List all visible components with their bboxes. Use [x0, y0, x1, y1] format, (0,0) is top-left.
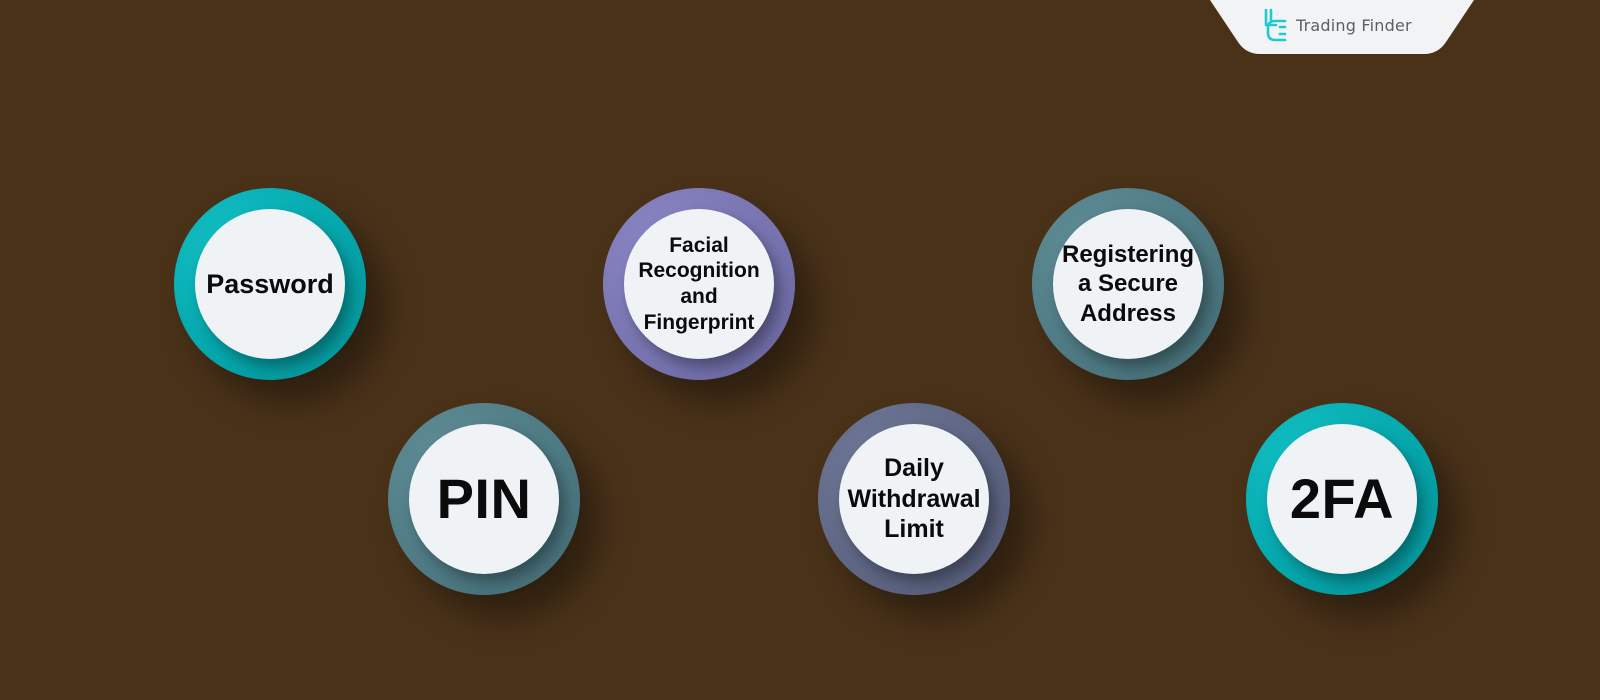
- badge-inner-disc: Password: [195, 209, 345, 359]
- badge-label-facial-fingerprint: Facial Recognition and Fingerprint: [638, 233, 760, 334]
- badge-label-secure-address: Registering a Secure Address: [1061, 241, 1195, 327]
- badge-facial-fingerprint: Facial Recognition and Fingerprint: [603, 188, 795, 380]
- badge-label-pin: PIN: [436, 466, 532, 530]
- badge-password: Password: [174, 188, 366, 380]
- badge-label-daily-withdrawal-limit: Daily Withdrawal Limit: [847, 454, 981, 544]
- badge-label-2fa: 2FA: [1289, 466, 1395, 530]
- badge-secure-address: Registering a Secure Address: [1032, 188, 1224, 380]
- badge-pin: PIN: [388, 403, 580, 595]
- badge-daily-withdrawal-limit: Daily Withdrawal Limit: [818, 403, 1010, 595]
- badge-inner-disc: Facial Recognition and Fingerprint: [624, 209, 774, 359]
- badge-inner-disc: PIN: [409, 424, 559, 574]
- brand-lockup: Trading Finder: [1262, 7, 1412, 43]
- tf-logo-icon: [1264, 8, 1287, 42]
- badge-2fa: 2FA: [1246, 403, 1438, 595]
- brand-tab: Trading Finder: [1210, 0, 1474, 54]
- brand-name: Trading Finder: [1296, 15, 1412, 35]
- badge-inner-disc: 2FA: [1267, 424, 1417, 574]
- badge-inner-disc: Daily Withdrawal Limit: [839, 424, 989, 574]
- badge-label-password: Password: [206, 268, 334, 299]
- badge-inner-disc: Registering a Secure Address: [1053, 209, 1203, 359]
